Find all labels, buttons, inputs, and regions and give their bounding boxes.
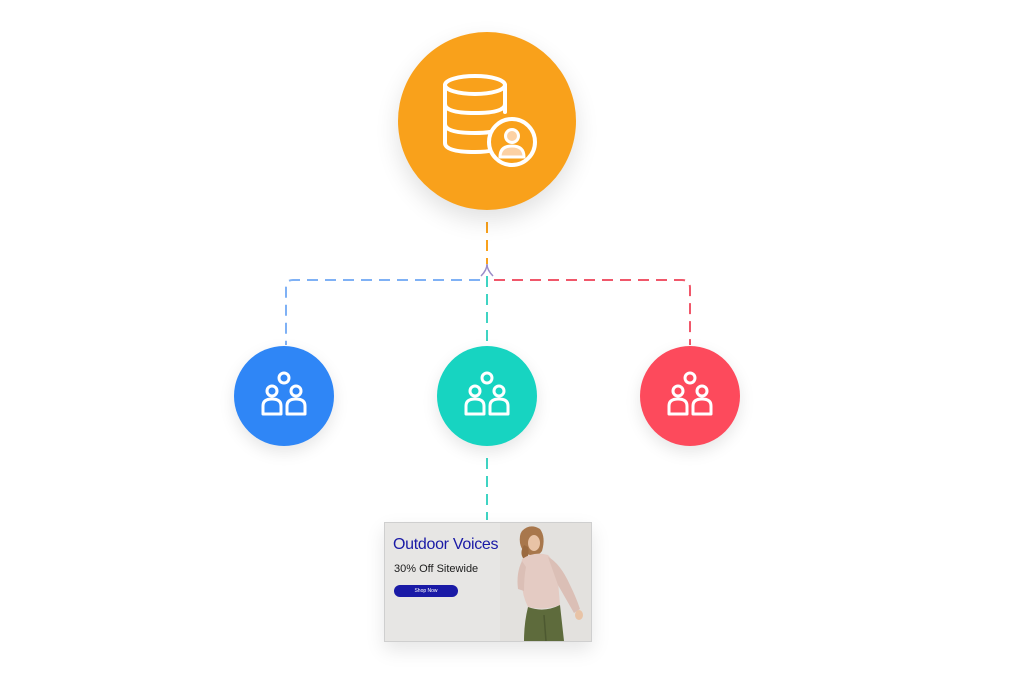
ad-creative[interactable]: Outdoor Voices 30% Off Sitewide Shop Now [384, 522, 592, 642]
audience-segment-teal [437, 346, 537, 446]
branch-blue [285, 279, 480, 345]
branch-red [494, 279, 691, 345]
split-marker [480, 263, 494, 277]
audience-segment-red [640, 346, 740, 446]
model-photo [500, 523, 591, 641]
database-user-icon [443, 74, 537, 167]
group-icon [464, 371, 510, 416]
group-icon [667, 371, 713, 416]
shop-now-button[interactable]: Shop Now [394, 585, 458, 597]
data-source-node [398, 32, 576, 210]
ad-headline: 30% Off Sitewide [394, 563, 479, 575]
ad-brand-logo: Outdoor Voices [393, 536, 499, 553]
group-icon [261, 371, 307, 416]
audience-segment-blue [234, 346, 334, 446]
